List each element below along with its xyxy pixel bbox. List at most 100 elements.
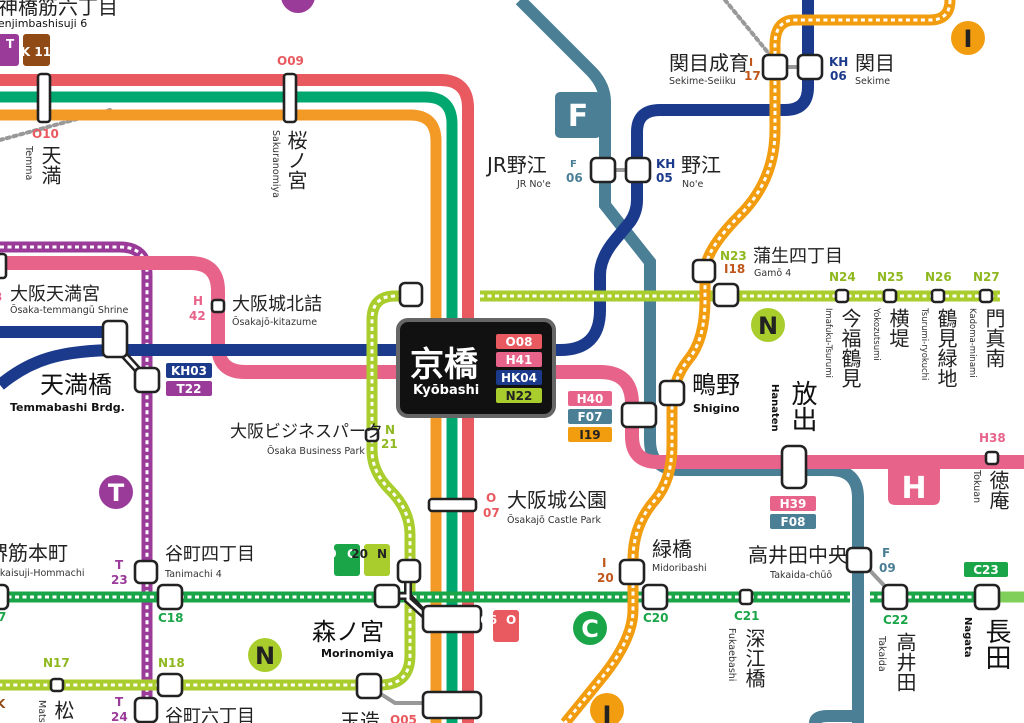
station-sekime-seiiku[interactable] bbox=[761, 53, 789, 81]
station-tsurumi-ryokuchi[interactable]: N26 鶴見緑地 Tsurumi-ryokuchi bbox=[919, 270, 958, 388]
station-code: K 6 bbox=[0, 699, 6, 708]
code-badge-I19 bbox=[568, 427, 612, 442]
station-name-en: Hanaten bbox=[769, 384, 780, 432]
station-temma[interactable] bbox=[36, 72, 52, 124]
station-name-jp: 松 bbox=[51, 700, 75, 720]
station-shigino-H[interactable] bbox=[620, 401, 658, 429]
station-code: H38 bbox=[979, 431, 1006, 445]
station-jr-noe[interactable] bbox=[589, 156, 617, 184]
station-name-en: Sekime bbox=[855, 76, 890, 87]
station-code: 3 bbox=[0, 290, 2, 304]
station-tanimachi4-T[interactable] bbox=[133, 559, 159, 585]
station-name-jp: 高井田中央 bbox=[748, 543, 848, 567]
line-F-branch bbox=[809, 710, 858, 723]
code-badge-HK04 bbox=[496, 370, 542, 385]
code-badge-H40 bbox=[568, 391, 612, 406]
station-name-jp: 関目 bbox=[855, 51, 895, 75]
station-code: 06 bbox=[566, 171, 583, 185]
station-sekime[interactable] bbox=[796, 53, 824, 81]
station-matsuyamachi[interactable] bbox=[49, 677, 65, 693]
station-code: N24 bbox=[829, 270, 856, 284]
station-name-jp: 桜ノ宮 bbox=[284, 130, 308, 190]
station-tanimachi6-N[interactable] bbox=[156, 672, 184, 698]
station-morinomiya-O[interactable] bbox=[421, 604, 483, 634]
code-badge-H41 bbox=[496, 352, 542, 367]
station-name-jp: 今福鶴見 bbox=[838, 308, 862, 388]
station-name-jp: 関目成育 bbox=[669, 51, 749, 75]
station-name-jp: 深江橋 bbox=[742, 628, 766, 689]
station-code: C21 bbox=[734, 609, 760, 623]
line-N-west-dots bbox=[0, 294, 412, 687]
station-gamo4-N[interactable] bbox=[712, 282, 740, 308]
station-tamatsukuri-O[interactable] bbox=[421, 690, 483, 720]
station-code: 21 bbox=[381, 437, 398, 451]
code-badge-F07 bbox=[568, 409, 612, 424]
station-takaida[interactable] bbox=[881, 583, 909, 611]
station-code: KH bbox=[829, 55, 848, 69]
station-gamo4-I[interactable] bbox=[691, 258, 717, 284]
station-code: N17 bbox=[43, 656, 70, 670]
code-badge-text: HK04 bbox=[501, 371, 537, 385]
station-tokuan[interactable] bbox=[984, 450, 1000, 466]
line-loop-red bbox=[0, 74, 474, 723]
station-shigino-I[interactable] bbox=[658, 379, 686, 407]
code-badge-text: H40 bbox=[577, 392, 604, 406]
code-badge-text: O08 bbox=[506, 335, 533, 349]
code-badge-F08 bbox=[770, 514, 816, 529]
line-N-symbol bbox=[248, 638, 282, 672]
station-tanimachi6-T[interactable] bbox=[133, 696, 159, 723]
station-hanaten[interactable] bbox=[780, 444, 808, 490]
station-temmabashi-KH[interactable] bbox=[101, 319, 129, 359]
transfer-path bbox=[723, 0, 772, 57]
code-badge-O08 bbox=[496, 334, 542, 349]
station-name-jp: 蒲生四丁目 bbox=[753, 246, 843, 267]
station-imafuku-tsurumi[interactable]: N24 今福鶴見 Imafuku-Tsurumi bbox=[823, 270, 862, 388]
station-code: N bbox=[385, 423, 395, 437]
station-osakajo-koen[interactable] bbox=[427, 497, 478, 513]
station-osaka-temmangu[interactable] bbox=[0, 252, 8, 280]
station-temmabashi-T[interactable] bbox=[133, 366, 161, 394]
station-tanimachi4-C[interactable] bbox=[156, 583, 184, 611]
station-name-jp: 緑橋 bbox=[652, 537, 692, 561]
station-name-en: Gamō 4 bbox=[754, 268, 791, 279]
station-midoribashi-I[interactable] bbox=[618, 558, 646, 586]
line-T-symbol bbox=[281, 0, 315, 13]
station-noe[interactable] bbox=[624, 156, 652, 184]
station-name-en: Takaida bbox=[876, 635, 887, 672]
station-osaka-business-park[interactable] bbox=[364, 427, 380, 443]
station-morinomiya-C[interactable] bbox=[373, 583, 401, 609]
station-name-jp: 横堤 bbox=[886, 308, 910, 348]
line-I-dots bbox=[563, 0, 952, 723]
station-name-en: Midoribashi bbox=[652, 563, 707, 574]
station-sakuranomiya[interactable] bbox=[282, 72, 298, 124]
code-badge-text: I19 bbox=[579, 428, 600, 442]
line-N-symbol-letter: N bbox=[255, 642, 275, 670]
station-name-en: Kyōbashi bbox=[413, 383, 479, 398]
station-kadoma-minami[interactable]: N27 門真南 Kadoma-minami bbox=[967, 270, 1006, 378]
station-osakajo-kitazume[interactable] bbox=[210, 298, 226, 314]
station-code: C22 bbox=[883, 613, 909, 627]
station-name-jp: 鶴見緑地 bbox=[934, 308, 958, 388]
station-morinomiya-N[interactable] bbox=[396, 558, 422, 584]
station-code: N27 bbox=[973, 270, 1000, 284]
station-name-en: Imafuku-Tsurumi bbox=[823, 308, 833, 378]
station-fukaebashi[interactable] bbox=[738, 588, 754, 606]
station-code: 09 bbox=[879, 561, 896, 575]
station-code: O bbox=[486, 491, 496, 505]
station-code: I bbox=[602, 556, 606, 570]
line-N-symbol bbox=[751, 308, 785, 342]
station-midoribashi-C[interactable] bbox=[641, 583, 669, 611]
station-code: 05 bbox=[656, 171, 673, 185]
station-tamatsukuri-N[interactable] bbox=[355, 672, 383, 700]
station-yokozutsumi[interactable]: N25 横堤 Yokozutsumi bbox=[871, 270, 910, 361]
station-name-en: Sakaisuji-Hommachi bbox=[0, 568, 85, 579]
station-takaida-chuo[interactable] bbox=[845, 546, 873, 574]
station-name-jp: 森ノ宮 bbox=[312, 618, 384, 646]
station-name-jp: 放出 bbox=[787, 380, 817, 432]
station-sakaisuji-hommachi[interactable] bbox=[0, 583, 10, 611]
station-name-en: Kadoma-minami bbox=[967, 308, 977, 378]
station-nagata[interactable] bbox=[973, 583, 1001, 611]
station-kyobashi-N[interactable] bbox=[398, 281, 424, 308]
station-code: T bbox=[115, 695, 124, 709]
